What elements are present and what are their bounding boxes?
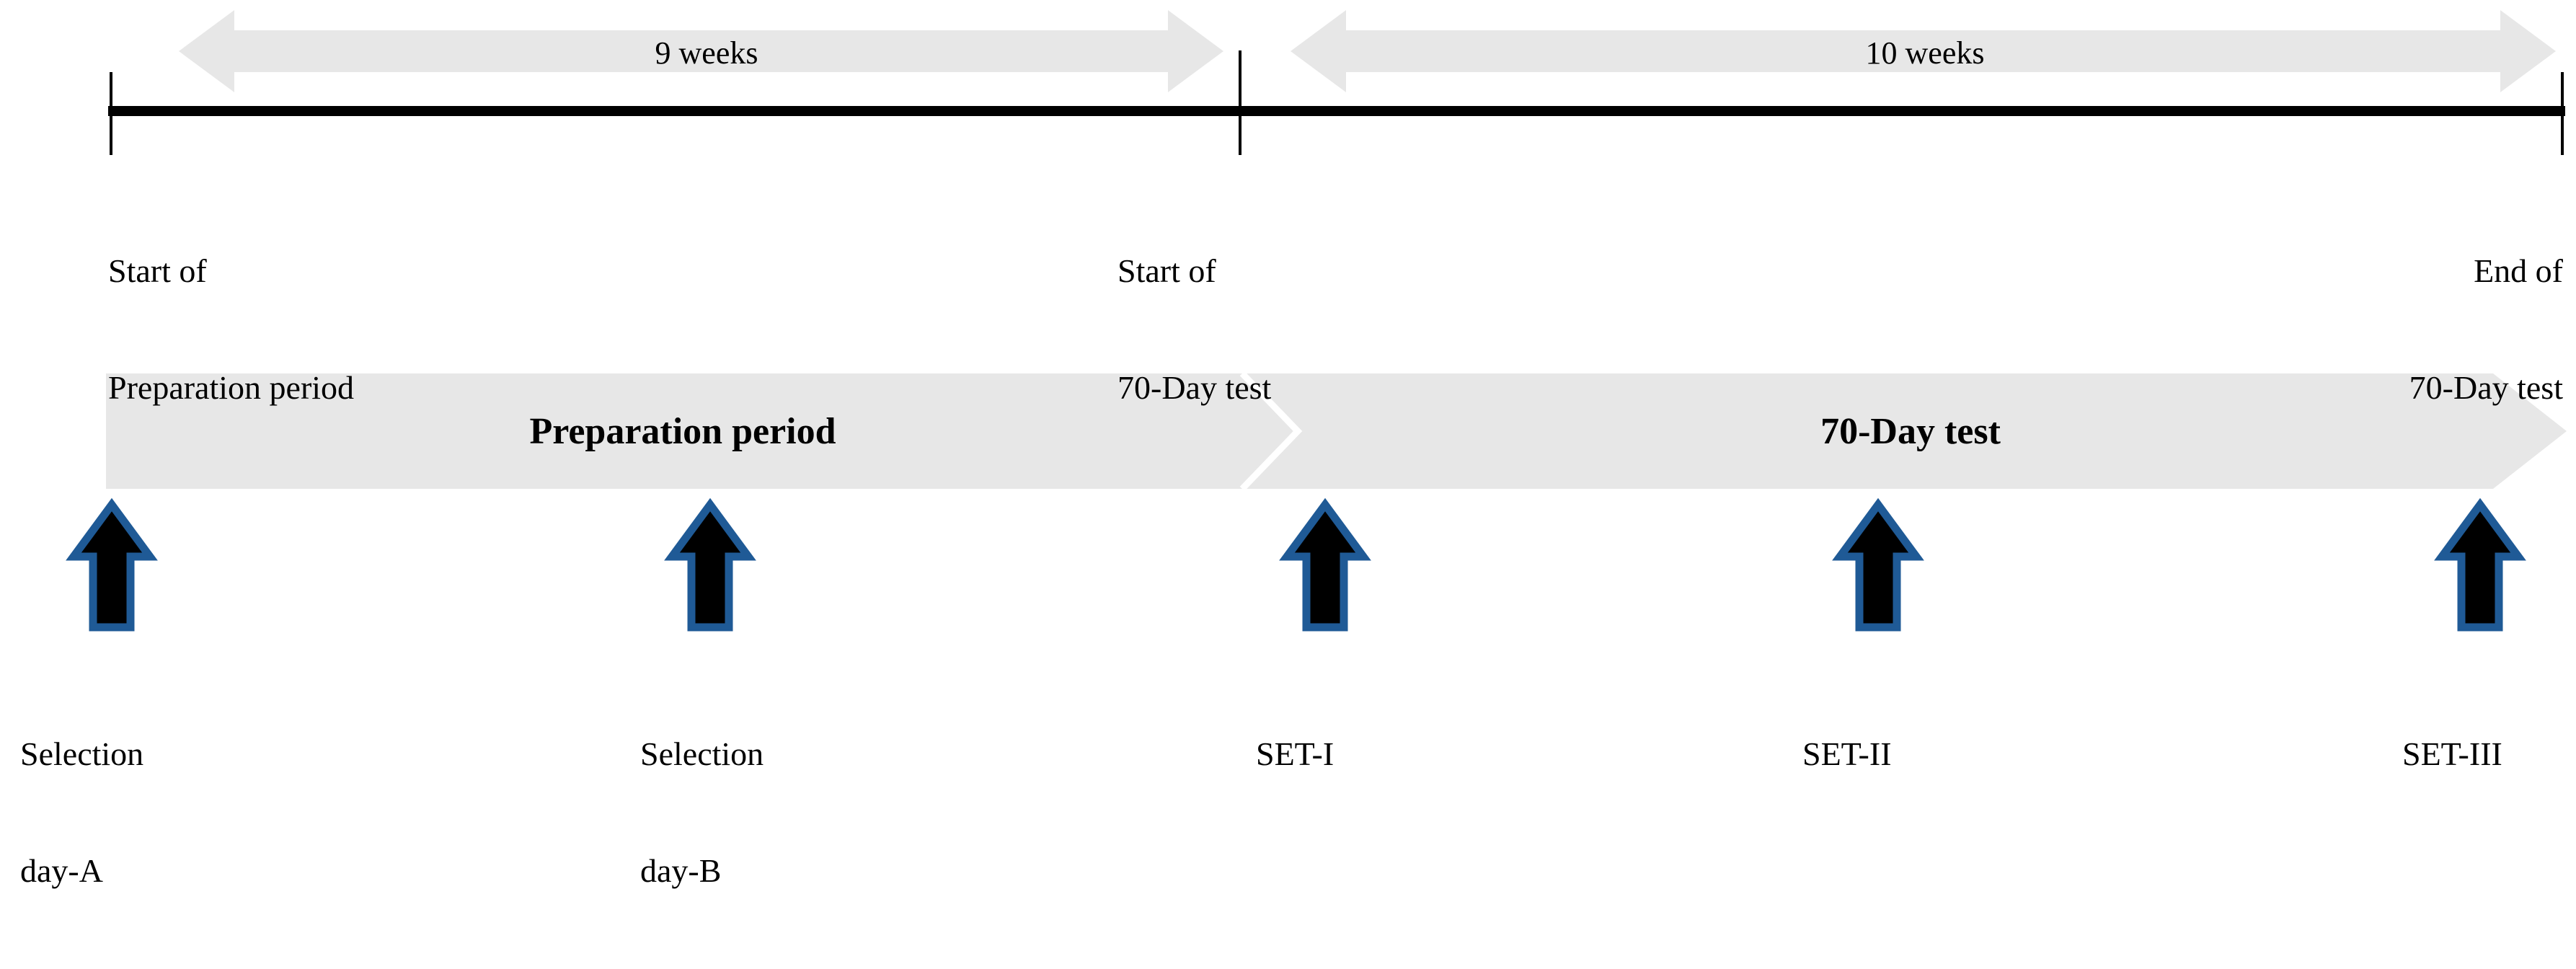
event-caption-selection-day-a: Selection day-A (20, 656, 143, 969)
event-caption-set-3-line1: SET-III (2402, 735, 2502, 772)
tick-start-70day (1239, 50, 1241, 155)
event-caption-selection-day-b-line2: day-B (640, 852, 722, 890)
milestone-start-preparation-line1: Start of (108, 252, 207, 289)
tick-end-70day (2561, 72, 2564, 155)
milestone-end-70day-line2: 70-Day test (2409, 369, 2563, 407)
event-arrow-group (66, 497, 2526, 632)
milestone-start-70day: Start of 70-Day test (1117, 173, 1271, 486)
event-caption-set-1-line1: SET-I (1256, 735, 1335, 772)
diagram-graphics-layer (66, 10, 2567, 632)
duration-band-10-weeks (1291, 10, 2556, 92)
milestone-start-70day-line2: 70-Day test (1117, 369, 1272, 407)
duration-label-10-weeks: 10 weeks (1865, 35, 1985, 71)
event-arrow-selection-day-b (664, 497, 756, 632)
event-arrow-set-3 (2434, 497, 2526, 632)
event-caption-set-2-line1: SET-II (1802, 735, 1892, 772)
event-caption-selection-day-b: Selection day-B (640, 656, 763, 969)
phase-title-preparation: Preparation period (529, 411, 836, 452)
phase-banner-shape (106, 373, 2567, 489)
event-caption-set-2: SET-II (1802, 656, 1892, 851)
event-arrow-set-2 (1832, 497, 1924, 632)
duration-band-9-weeks (179, 10, 1223, 92)
timeline-axis-line (108, 106, 2565, 116)
duration-label-9-weeks: 9 weeks (655, 35, 758, 71)
event-caption-selection-day-a-line2: day-A (20, 852, 103, 890)
event-arrow-selection-day-a (66, 497, 158, 632)
milestone-start-preparation: Start of Preparation period (108, 173, 354, 486)
phase-banner (106, 371, 2567, 492)
phase-title-70day-test: 70-Day test (1820, 411, 2001, 452)
timeline-diagram: 9 weeks 10 weeks Start of Preparation pe… (20, 10, 2567, 889)
milestone-end-70day-line1: End of (2474, 252, 2563, 289)
phase-divider-chevron (1239, 371, 1303, 492)
event-caption-set-1: SET-I (1256, 656, 1334, 851)
milestone-end-70day: End of 70-Day test (2019, 173, 2563, 486)
event-caption-set-3: SET-III (2402, 656, 2502, 851)
milestone-start-70day-line1: Start of (1117, 252, 1216, 289)
event-caption-selection-day-b-line1: Selection (640, 735, 764, 772)
tick-start-preparation (110, 72, 112, 155)
milestone-start-preparation-line2: Preparation period (108, 369, 355, 407)
event-caption-selection-day-a-line1: Selection (20, 735, 144, 772)
event-arrow-set-1 (1279, 497, 1371, 632)
